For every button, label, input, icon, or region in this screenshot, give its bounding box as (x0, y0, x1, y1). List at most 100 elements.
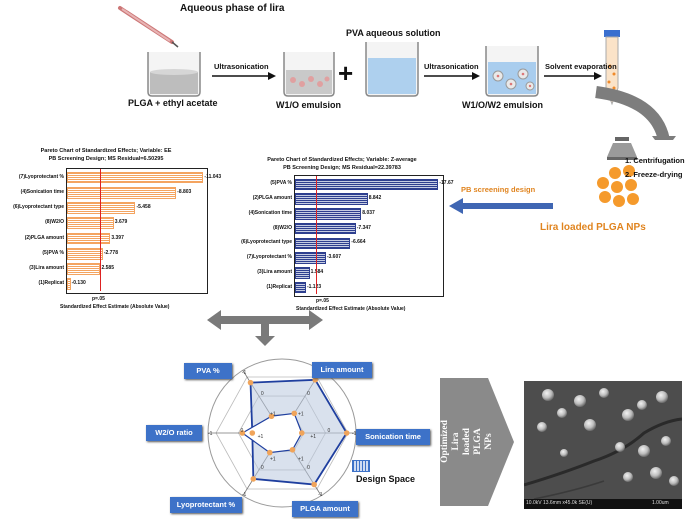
pva-label: PVA aqueous solution (346, 28, 441, 38)
double-arrow (207, 310, 323, 346)
radar-tick-mid: 0 (240, 428, 243, 434)
step3-label: W1/O/W2 emulsion (462, 100, 544, 110)
radar-label-plga: PLGA amount (292, 501, 358, 517)
post2-label: 2. Freeze-drying (625, 170, 683, 179)
beaker-pva-icon (365, 42, 419, 97)
pareto-bar-value: 3.679 (114, 219, 128, 226)
pareto-ee-title: Pareto Chart of Standardized Effects; Va… (40, 148, 172, 154)
pareto-bar-label: (7)Lyoprotectant % (18, 173, 64, 180)
aqueous-label: Aqueous phase of lira (180, 3, 285, 14)
pareto-bar (67, 247, 103, 260)
radar-tick-inner: +1 (270, 456, 276, 462)
pareto-bar (295, 252, 326, 264)
pareto-significance-line (316, 176, 318, 294)
pipette-icon (118, 6, 179, 48)
pareto-bar (295, 178, 439, 191)
radar-tick-outer: -1 (242, 370, 247, 376)
design-space-legend-label: Design Space (356, 474, 416, 484)
pareto-bar-value: -11.043 (204, 173, 222, 180)
pareto-bar (295, 267, 310, 279)
radar-tick-mid: 0 (261, 465, 264, 471)
radar-tick-inner: +1 (258, 434, 264, 440)
pareto-ee-p-note: p=.05 (92, 296, 105, 302)
design-space-radar: -10+1-10+1-10+1-10+1-10+1-10+1 (207, 358, 357, 508)
radar-label-pva: PVA % (184, 363, 232, 379)
pareto-bar-label: (2)PLGA amount (252, 195, 292, 202)
radar-point (289, 446, 296, 453)
pareto-bar (67, 278, 71, 291)
radar-tick-mid: 0 (307, 465, 310, 471)
radar-tick-inner: +1 (298, 456, 304, 462)
process-flow: Aqueous phase of lira PVA aqueous soluti… (0, 0, 685, 140)
radar-point (291, 410, 298, 417)
pareto-z-xlabel: Standardized Effect Estimate (Absolute V… (296, 306, 406, 312)
pareto-ee-xlabel: Standardized Effect Estimate (Absolute V… (60, 304, 170, 310)
pareto-bar (67, 232, 111, 245)
pareto-bar-label: (6)Lyoprotectant type (13, 204, 64, 211)
arrow2-label: Ultrasonication (424, 62, 479, 71)
radar-point (311, 481, 317, 488)
final-label-text: Optimized Lira loaded PLGA NPs (439, 419, 494, 463)
final-arrow-shape (440, 378, 514, 506)
pareto-bar-value: 8.842 (368, 195, 382, 202)
radar-point (239, 430, 246, 436)
curved-arrow (595, 86, 670, 140)
pareto-bar-value: -5.458 (136, 204, 151, 211)
arrow1-label: Ultrasonication (214, 62, 269, 71)
pareto-bar-value: -3.607 (326, 254, 342, 261)
pareto-bar (295, 193, 368, 205)
step2-label: W1/O emulsion (276, 100, 342, 110)
pareto-ee-subtitle: PB Screening Design; MS Residual=6.50295 (48, 156, 164, 162)
radar-tick-inner: +1 (270, 412, 276, 418)
pareto-bar (295, 222, 356, 235)
pareto-bar-value: -2.778 (103, 249, 118, 256)
pareto-z-p-note: p=.05 (316, 298, 329, 304)
radar-point (249, 430, 256, 436)
pareto-bar-value: 3.397 (111, 234, 124, 241)
beaker-plga-icon (147, 52, 201, 97)
pareto-bar-label: (3)Lira amount (257, 268, 292, 275)
radar-label-lira: Lira amount (312, 362, 372, 378)
pb-design-label: PB screening design (461, 185, 536, 194)
pareto-bar (295, 281, 306, 294)
pareto-bar (67, 186, 177, 199)
radar-point (266, 449, 273, 456)
pareto-bar (67, 202, 136, 214)
nps-illustration (597, 137, 639, 207)
radar-tick-outer: -1 (352, 431, 357, 437)
design-space-legend-swatch (352, 460, 370, 472)
beaker-w1ow2-icon (485, 46, 539, 97)
pareto-bar-label: (1)Replicat (266, 283, 292, 290)
radar-point (250, 476, 257, 482)
pareto-bar-value: 8.037 (362, 209, 375, 216)
radar-tick-mid: 0 (261, 391, 264, 397)
pareto-bar-value: 2.585 (101, 265, 114, 272)
sem-micrograph (524, 381, 682, 509)
pareto-bar-value: -17.67 (439, 180, 454, 187)
pareto-bar (67, 171, 204, 184)
nanoparticle-cluster-icon (597, 165, 639, 207)
sem-info: 10.0kV 13.6mm x45.0k SE(U) (526, 500, 593, 506)
radar-tick-inner: +1 (298, 412, 304, 418)
pareto-bar-label: (2)PLGA amount (24, 234, 64, 241)
radar-tick-outer: -1 (242, 492, 247, 498)
pareto-chart-ee: Pareto Chart of Standardized Effects; Va… (0, 148, 221, 323)
radar-point (299, 430, 305, 436)
radar-tick-inner: +1 (310, 434, 316, 440)
radar-point (312, 377, 319, 383)
pareto-bar-label: (6)Lyoprotectant type (241, 239, 292, 246)
pareto-bar-label: (5)PVA % (42, 249, 64, 256)
step1-label: PLGA + ethyl acetate (128, 98, 218, 108)
centrifuge-icon (607, 137, 637, 160)
radar-tick-outer: -1 (208, 431, 213, 437)
sem-image: 10.0kV 13.6mm x45.0k SE(U) 1.00um (524, 381, 682, 509)
pareto-z-title: Pareto Chart of Standardized Effects; Va… (267, 157, 417, 163)
post1-label: 1. Centrifugation (625, 156, 685, 165)
pareto-bar-label: (8)W2/O (273, 224, 292, 231)
process-illustration (118, 6, 676, 140)
pareto-bar (67, 217, 114, 230)
pareto-bar-label: (8)W2/O (45, 219, 64, 226)
radar-point (343, 430, 350, 436)
pareto-bar-value: -8.803 (177, 188, 192, 195)
pareto-bar-label: (4)Sonication time (248, 209, 292, 216)
